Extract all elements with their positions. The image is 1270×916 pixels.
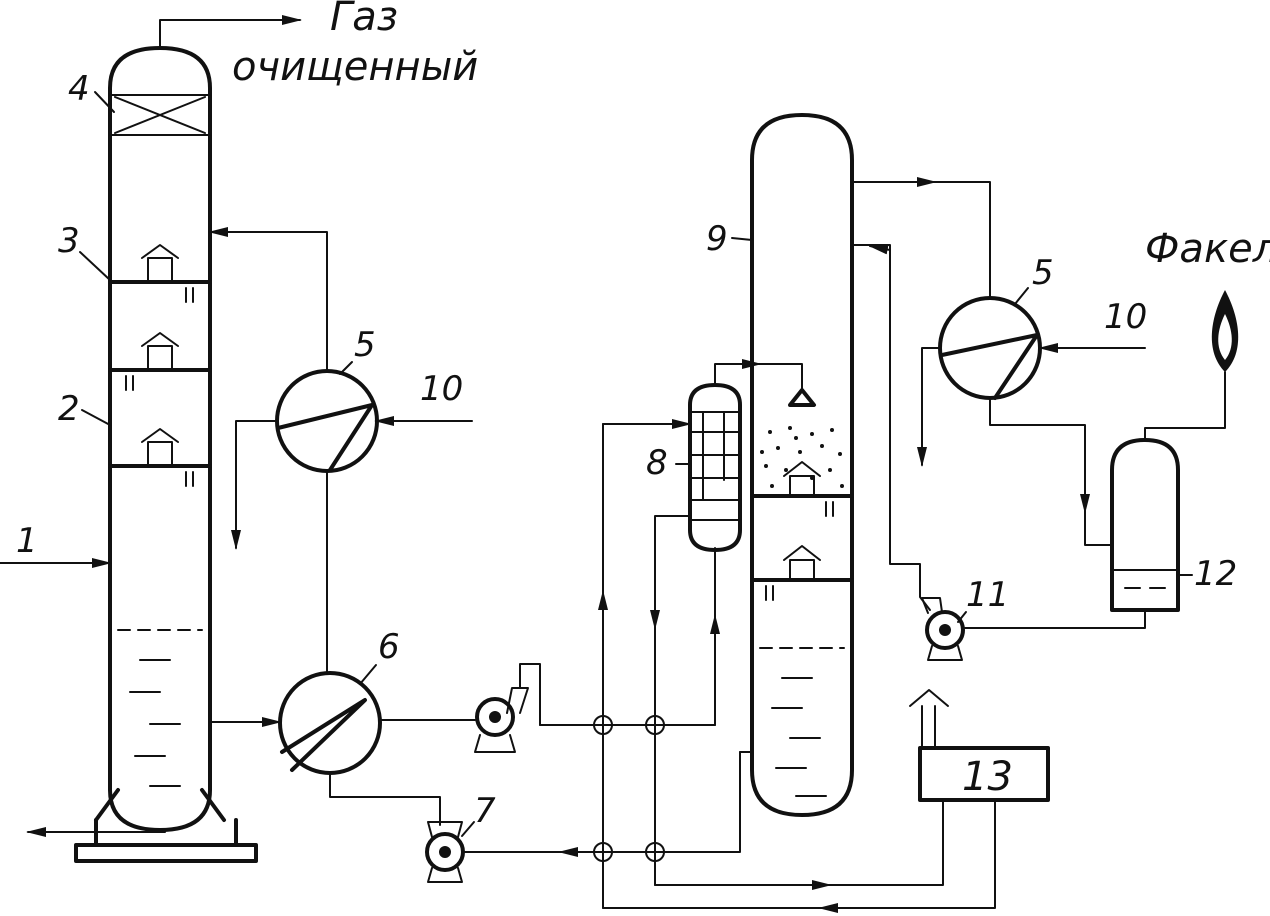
separator-8 [688,359,762,552]
manifold-piping [462,419,996,913]
absorber-liquid [117,629,203,787]
label-10-left: 10 [420,369,463,409]
packing-stipple [760,426,844,488]
label-13: 13 [962,754,1013,800]
reflux-drum-12 [1110,438,1180,612]
regenerator-tray-1 [750,461,854,517]
rich-amine-pump [474,663,604,753]
right-piping [851,177,1226,629]
pump-7 [425,821,465,883]
heat-exchanger-5-right [938,296,1042,400]
label-5-left: 5 [354,325,376,365]
label-3: 3 [58,221,80,261]
label-12: 12 [1194,554,1237,594]
label-4: 4 [68,69,90,109]
heat-exchanger-5-left [275,369,379,473]
label-8: 8 [646,443,668,483]
label-7: 7 [474,791,496,831]
absorber-column [0,15,302,863]
leader-lines [79,91,1193,837]
regenerator-liquid [759,647,845,797]
label-2: 2 [58,389,80,429]
flare-label: Факел [1145,226,1270,272]
demister-section [109,94,211,136]
gas-label: Газ [330,0,398,40]
label-9: 9 [706,219,728,259]
regenerator-column [739,113,854,817]
tray-2b [108,428,212,487]
label-11: 11 [966,575,1009,615]
reboiler-box-13 [909,689,1050,802]
gas-label-line2: очищенный [232,44,478,90]
left-piping [208,227,476,826]
label-5-right: 5 [1032,253,1054,293]
regenerator-tray-2 [750,545,854,601]
heat-exchanger-6 [278,671,382,775]
label-10-right: 10 [1104,297,1147,337]
label-6: 6 [378,627,400,667]
flare-icon [1211,290,1239,372]
label-1: 1 [16,521,38,561]
tray-3 [108,244,212,303]
pump-11 [921,597,965,661]
tray-2a [108,332,212,391]
